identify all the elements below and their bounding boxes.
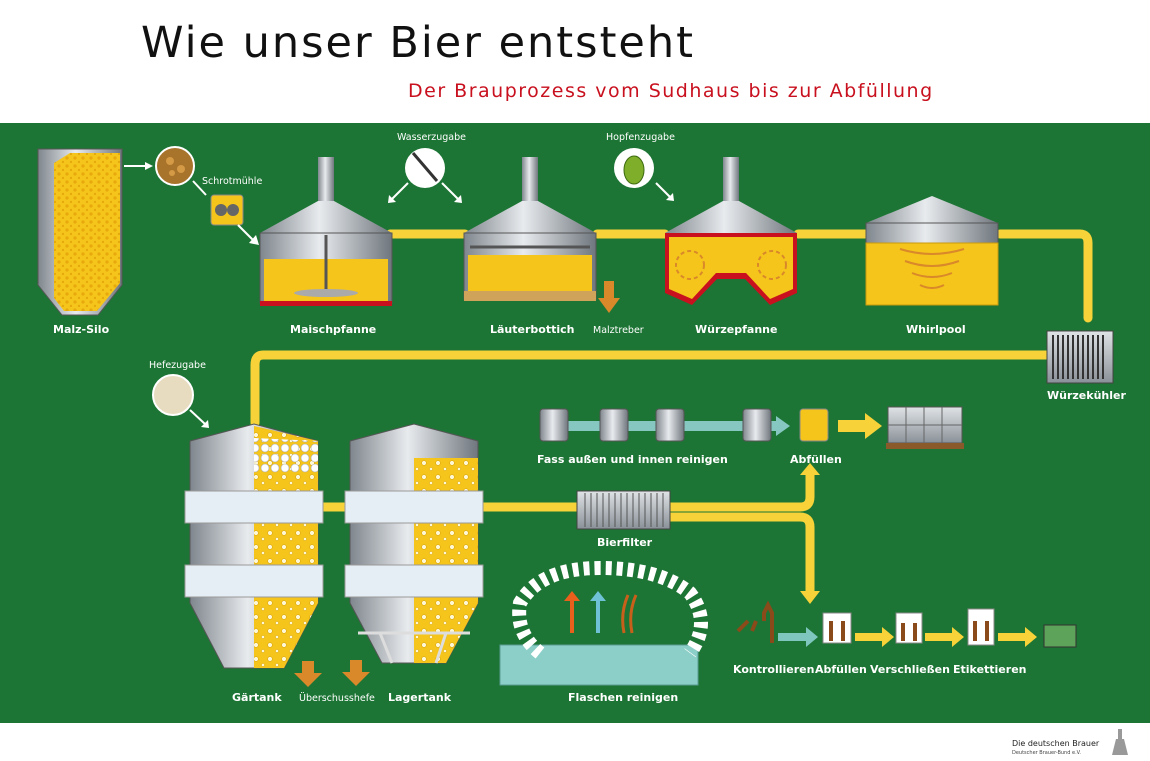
laeuterbottich [463,157,597,301]
whirlpool [865,196,999,306]
arrow-down-to-flaschen-abfuellen [800,591,820,604]
arrow-up-to-fass-abfuellen [800,463,820,475]
bottling-line [736,600,1077,648]
lagertank [344,423,484,664]
label-wuerzepfanne: Würzepfanne [695,323,777,336]
bottle-washer [499,560,708,686]
malt-grain-icon [155,146,195,186]
label-kontrollieren: Kontrollieren [733,663,814,676]
ueberschusshefe-arrow-right [342,660,374,686]
footer-brand: Die deutschen Brauer [1012,739,1100,748]
label-lagertank: Lagertank [388,691,452,704]
label-hopfenzugabe: Hopfenzugabe [606,132,675,143]
page-title: Wie unser Bier entsteht [141,18,696,68]
footer-org: Deutscher Brauer-Bund e.V. [1012,750,1082,756]
label-schrotmuehle: Schrotmühle [202,176,262,187]
label-wasserzugabe: Wasserzugabe [397,132,466,143]
label-fass-abfuellen: Abfüllen [790,453,842,466]
brewer-logo-icon [1112,729,1128,755]
malztreber-arrow [598,281,620,313]
page-subtitle: Der Brauprozess vom Sudhaus bis zur Abfü… [408,80,934,102]
label-fass-reinigen: Fass außen und innen reinigen [537,453,728,466]
bierfilter [576,490,671,530]
brewing-process-diagram: Malz-Silo Schrotmühle Wasserzugabe Maisc… [0,123,1150,723]
ueberschusshefe-arrow-left [294,661,326,687]
schrotmuehle-icon [210,194,244,226]
keg-cleaning-line [539,408,829,442]
label-malztreber: Malztreber [593,325,644,336]
arrow-to-keg-pallet [838,413,882,439]
wuerzepfanne [665,157,797,305]
label-verschliessen: Verschließen [870,663,950,676]
label-flaschen-reinigen: Flaschen reinigen [568,691,678,704]
label-bierfilter: Bierfilter [597,536,653,549]
wuerzekuehler [1046,330,1114,384]
label-malz-silo: Malz-Silo [53,323,110,336]
label-gaertank: Gärtank [232,691,282,704]
maischpfanne [259,157,393,306]
keg-pallet [886,406,964,449]
label-hefezugabe: Hefezugabe [149,360,206,371]
gaertank [184,423,324,669]
label-etikettieren: Etikettieren [953,663,1027,676]
yeast-icon [152,374,194,416]
malz-silo [37,148,123,316]
label-whirlpool: Whirlpool [906,323,966,336]
label-wuerzekuehler: Würzekühler [1047,389,1126,402]
label-laeuterbottich: Läuterbottich [490,323,574,336]
pipes [250,229,1093,596]
label-flaschen-abfuellen: Abfüllen [815,663,867,676]
label-ueberschusshefe: Überschusshefe [299,693,375,704]
label-maischpfanne: Maischpfanne [290,323,376,336]
